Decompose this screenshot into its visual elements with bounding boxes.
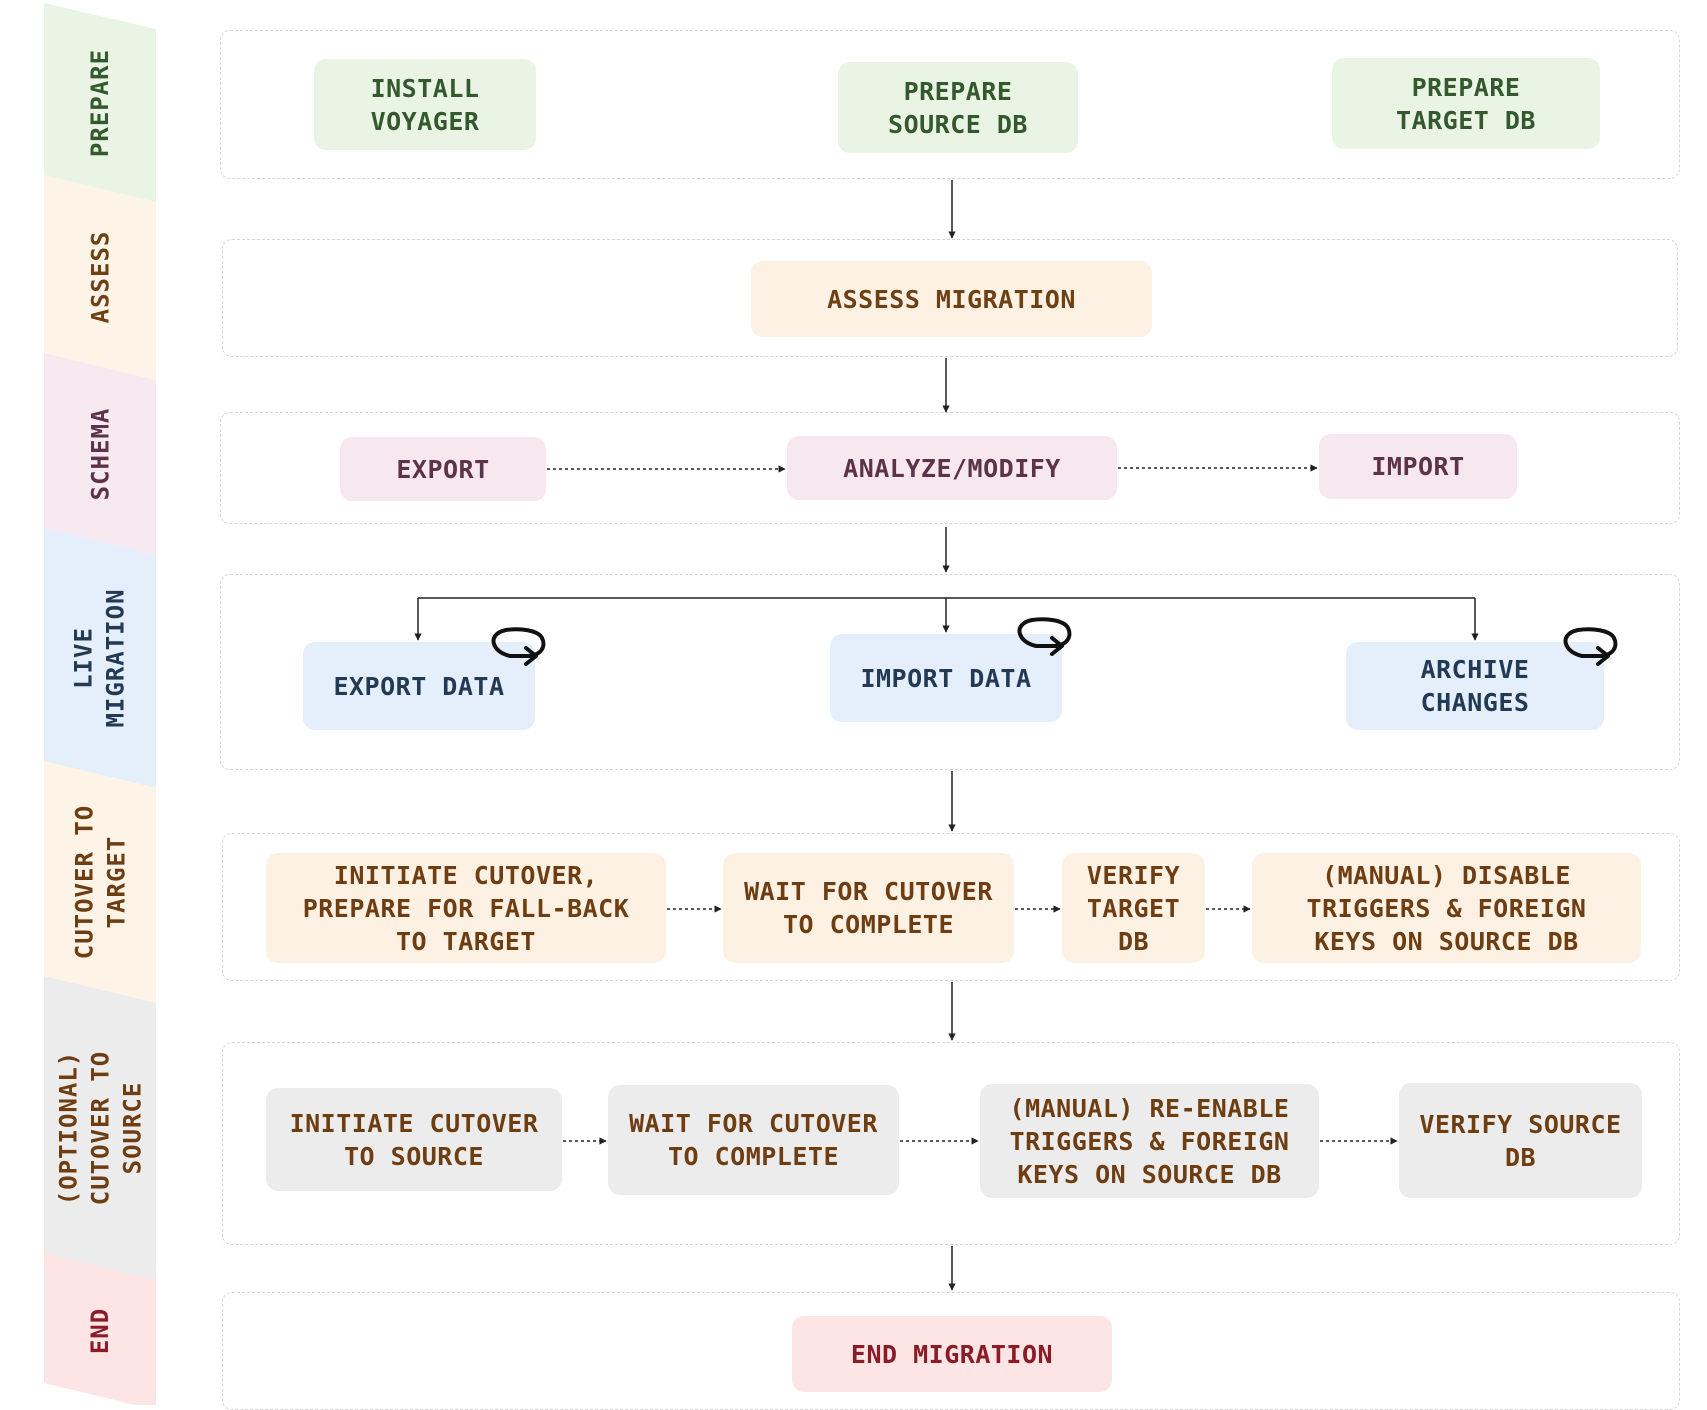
step-verify-source-db: VERIFY SOURCE DB <box>1399 1083 1642 1198</box>
step-import-schema: IMPORT <box>1319 434 1517 499</box>
step-disable-triggers: (MANUAL) DISABLE TRIGGERS & FOREIGN KEYS… <box>1252 853 1641 963</box>
phase-band-assess <box>44 175 156 380</box>
step-install-voyager: INSTALL VOYAGER <box>314 59 536 150</box>
step-archive-changes: ARCHIVE CHANGES <box>1346 642 1604 730</box>
section-cutover-target <box>222 833 1680 981</box>
step-assess-migration: ASSESS MIGRATION <box>751 261 1152 337</box>
section-schema <box>220 412 1680 524</box>
phase-label-schema: SCHEMA <box>85 407 114 501</box>
phase-label-end: END <box>85 1307 114 1355</box>
phase-band-prepare <box>44 3 156 202</box>
phase-label-assess: ASSESS <box>85 230 114 324</box>
step-prepare-target-db: PREPARE TARGET DB <box>1332 58 1600 149</box>
step-reenable-triggers: (MANUAL) RE-ENABLE TRIGGERS & FOREIGN KE… <box>980 1084 1319 1198</box>
phase-label-cutover-source: (OPTIONAL) CUTOVER TO SOURCE <box>54 1050 146 1206</box>
phase-label-prepare: PREPARE <box>86 48 114 157</box>
phase-band-cutover-target <box>44 761 156 1003</box>
step-export-schema: EXPORT <box>340 437 546 501</box>
step-import-data: IMPORT DATA <box>830 634 1062 722</box>
step-export-data: EXPORT DATA <box>303 642 535 730</box>
loop-arrow-icon <box>1017 617 1072 656</box>
phase-band-cutover-source <box>44 976 156 1280</box>
phase-label-live: LIVE MIGRATION <box>70 587 131 728</box>
phase-band-live <box>44 528 156 788</box>
step-end-migration: END MIGRATION <box>792 1316 1112 1392</box>
step-prepare-source-db: PREPARE SOURCE DB <box>838 62 1078 153</box>
section-live <box>220 574 1680 770</box>
step-analyze-modify: ANALYZE/MODIFY <box>787 436 1117 500</box>
phase-band-schema <box>44 353 156 555</box>
section-assess <box>222 239 1678 357</box>
step-initiate-cutover-target: INITIATE CUTOVER, PREPARE FOR FALL-BACK … <box>266 853 666 963</box>
step-verify-target-db: VERIFY TARGET DB <box>1062 853 1205 963</box>
step-wait-cutover-target: WAIT FOR CUTOVER TO COMPLETE <box>723 853 1014 963</box>
section-prepare <box>220 30 1680 179</box>
step-wait-cutover-source: WAIT FOR CUTOVER TO COMPLETE <box>608 1085 899 1195</box>
phase-label-cutover-target: CUTOVER TO TARGET <box>70 804 130 960</box>
loop-arrow-icon <box>1563 627 1618 666</box>
phase-band-end <box>44 1253 156 1405</box>
loop-arrow-icon <box>491 627 546 666</box>
step-initiate-cutover-source: INITIATE CUTOVER TO SOURCE <box>266 1088 562 1191</box>
section-cutover-source <box>222 1042 1680 1245</box>
